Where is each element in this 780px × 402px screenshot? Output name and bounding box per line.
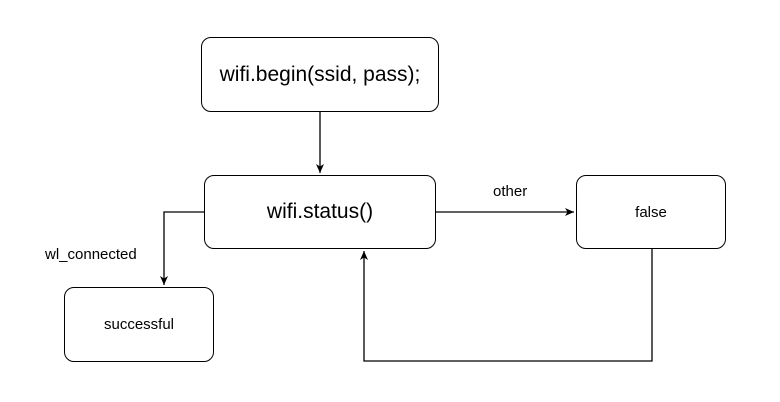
node-false-label: false [635,203,667,221]
edge-false-to-status [360,249,653,362]
edge-label-other: other [493,183,528,201]
edge-label-wl-connected: wl_connected [45,246,137,264]
node-wifi-status: wifi.status() [204,175,436,249]
node-wifi-status-label: wifi.status() [266,200,374,223]
node-wifi-begin-label: wifi.begin(ssid, pass); [219,62,421,86]
node-successful-label: successful [103,316,175,333]
node-successful: successful [64,287,214,362]
node-false: false [576,175,726,249]
node-wifi-begin: wifi.begin(ssid, pass); [201,37,439,112]
edge-status-to-success [160,211,204,285]
